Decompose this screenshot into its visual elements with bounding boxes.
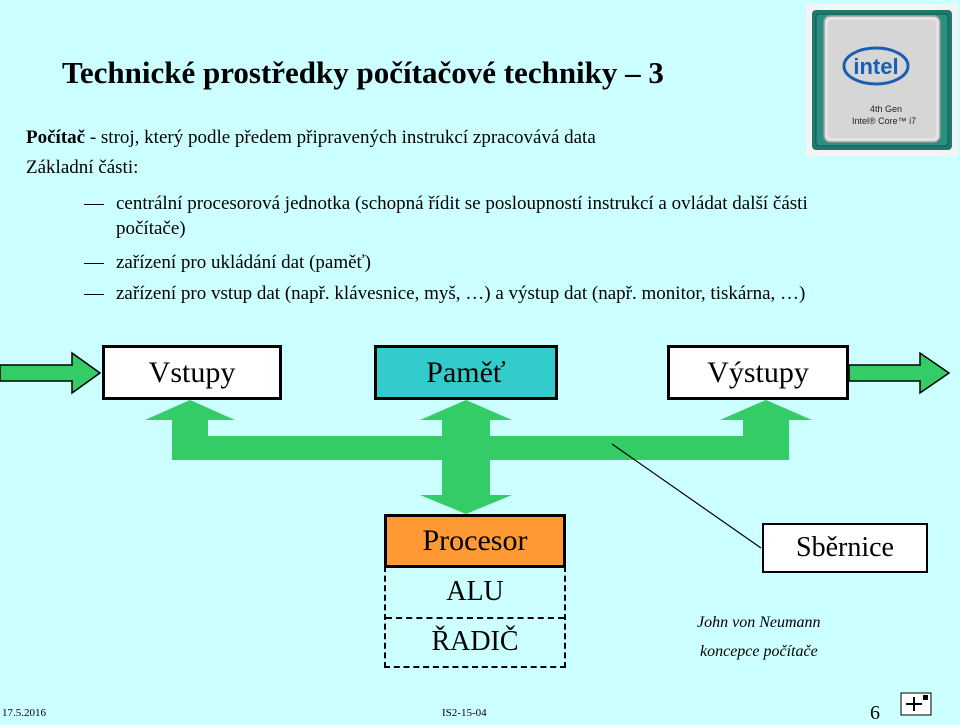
definition-term: Počítač (26, 127, 86, 148)
definition-line: Počítač - stroj, který podle předem přip… (26, 127, 596, 149)
alu-divider (386, 617, 564, 619)
input-arrow (0, 351, 102, 395)
bus-pointer-line (611, 443, 762, 549)
definition-text: - stroj, který podle předem připravených… (85, 127, 596, 148)
alu-label: ALU (446, 576, 504, 607)
bullet-dash (84, 263, 104, 264)
intel-chip-image: intel 4th Gen Intel® Core™ i7 (806, 4, 958, 156)
bullet-io: zařízení pro vstup dat (např. klávesnice… (116, 283, 806, 304)
inputs-box: Vstupy (102, 345, 282, 400)
chip-gen: 4th Gen (870, 104, 902, 114)
bullet-memory: zařízení pro ukládání dat (paměť) (116, 252, 371, 273)
bullet-dash (84, 204, 104, 205)
slide-title: Technické prostředky počítačové techniky… (62, 55, 664, 90)
notes-icon[interactable] (900, 692, 932, 716)
bullet-cpu-cont: počítače) (116, 218, 186, 239)
processor-units-frame (384, 566, 566, 668)
bullet-dash (84, 294, 104, 295)
footer-date: 17.5.2016 (2, 707, 46, 719)
chip-brand: intel (853, 54, 898, 79)
processor-box: Procesor (384, 514, 566, 568)
chip-model: Intel® Core™ i7 (852, 116, 916, 126)
footer-code: IS2-15-04 (442, 707, 487, 719)
bus-structure (145, 400, 812, 514)
bullet-cpu: centrální procesorová jednotka (schopná … (116, 193, 808, 214)
note-author: John von Neumann (697, 614, 821, 631)
output-arrow (848, 351, 951, 395)
controller-label: ŘADIČ (431, 626, 519, 657)
parts-heading: Základní části: (26, 157, 139, 178)
note-concept: koncepce počítače (700, 643, 818, 660)
page-number: 6 (870, 702, 880, 724)
bus-box: Sběrnice (762, 523, 928, 573)
memory-box: Paměť (374, 345, 558, 400)
outputs-box: Výstupy (667, 345, 849, 400)
